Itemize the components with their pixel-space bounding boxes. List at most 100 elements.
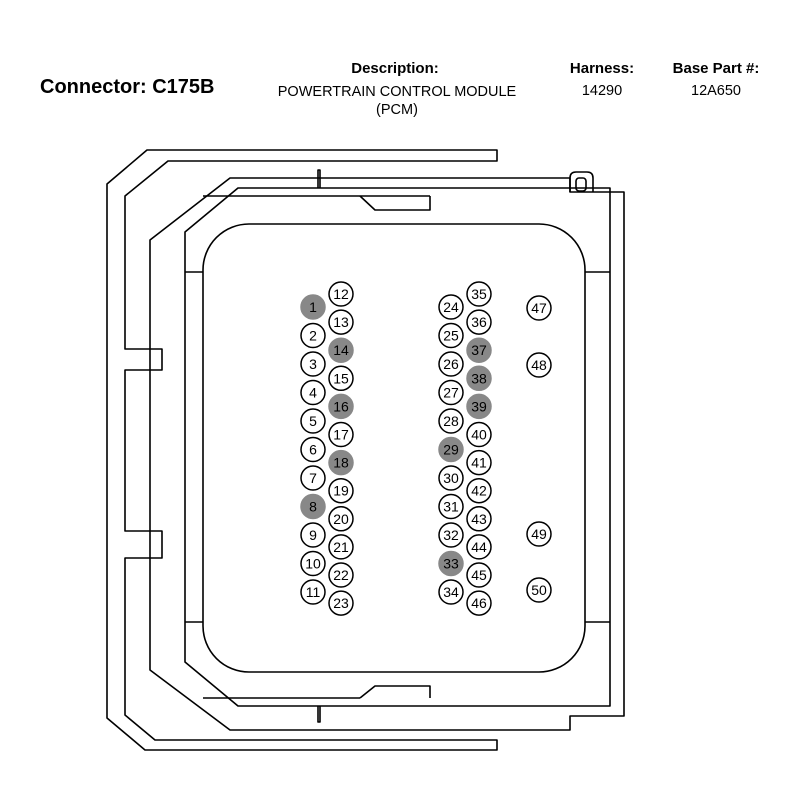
pin-16: 16	[328, 393, 354, 420]
pin-circle	[438, 294, 464, 320]
pin-circle	[526, 577, 552, 603]
pin-circle	[466, 449, 492, 476]
pin-number: 41	[471, 455, 487, 471]
pin-50: 50	[526, 577, 552, 603]
housing-frame	[149, 177, 625, 731]
pin-circle	[466, 365, 492, 392]
pin-number: 13	[333, 314, 349, 330]
pin-number: 40	[471, 427, 487, 443]
pin-circle	[328, 281, 354, 307]
pin-circle	[328, 590, 354, 616]
pin-39: 39	[466, 393, 492, 420]
pin-number: 46	[471, 595, 487, 611]
pin-circle	[300, 579, 326, 605]
pin-number: 24	[443, 299, 459, 315]
base-part-value: 12A650	[691, 83, 741, 99]
pin-number: 48	[531, 357, 547, 373]
pin-45: 45	[466, 562, 492, 588]
pin-circle	[328, 421, 354, 448]
harness-value: 14290	[581, 83, 623, 99]
housing-inner-frame	[184, 187, 611, 707]
pin-circle	[466, 477, 492, 504]
pin-12: 12	[328, 281, 354, 307]
pin-number: 38	[471, 370, 487, 386]
pin-circle	[466, 562, 492, 588]
pin-22: 22	[328, 562, 354, 588]
pin-number: 19	[333, 483, 349, 499]
pin-38: 38	[466, 365, 492, 392]
pin-number: 3	[309, 356, 317, 372]
pin-24: 24	[438, 294, 464, 320]
pin-15: 15	[328, 365, 354, 392]
pin-5: 5	[300, 408, 326, 434]
pin-number: 14	[333, 342, 349, 358]
pin-number: 25	[443, 328, 459, 344]
pin-layout: 1234567891011121314151617181920212223242…	[300, 281, 552, 616]
pin-circle	[438, 579, 464, 605]
pin-46: 46	[466, 590, 492, 616]
pin-circle	[438, 408, 464, 434]
pin-circle	[328, 337, 354, 363]
pin-41: 41	[466, 449, 492, 476]
pin-circle	[466, 337, 492, 363]
pin-circle	[526, 352, 552, 378]
pin-circle	[526, 295, 552, 321]
pin-circle	[300, 493, 326, 520]
pin-29: 29	[438, 436, 464, 463]
pin-34: 34	[438, 579, 464, 605]
pin-number: 12	[333, 286, 349, 302]
pin-circle	[466, 309, 492, 335]
pin-circle	[438, 550, 464, 577]
pin-10: 10	[300, 550, 326, 577]
pin-number: 27	[443, 385, 459, 401]
pin-11: 11	[300, 579, 326, 605]
pin-cavity-face	[202, 223, 586, 673]
pin-circle	[328, 506, 354, 532]
pin-number: 42	[471, 483, 487, 499]
pin-circle	[438, 322, 464, 349]
pin-circle	[300, 436, 326, 463]
description-line-1: POWERTRAIN CONTROL MODULE	[277, 84, 517, 100]
pin-circle	[438, 493, 464, 520]
pin-9: 9	[300, 522, 326, 548]
pin-number: 7	[309, 470, 317, 486]
pin-number: 20	[333, 511, 349, 527]
pin-number: 26	[443, 356, 459, 372]
description-heading: Description:	[351, 60, 439, 77]
pin-circle	[438, 379, 464, 406]
pin-circle	[328, 449, 354, 476]
pin-circle	[300, 550, 326, 577]
pin-circle	[466, 281, 492, 307]
pin-3: 3	[300, 351, 326, 377]
pin-6: 6	[300, 436, 326, 463]
pin-circle	[328, 477, 354, 504]
pin-number: 4	[309, 385, 317, 401]
pin-number: 29	[443, 442, 459, 458]
housing-outer-shell	[106, 149, 498, 751]
pin-number: 34	[443, 584, 459, 600]
pin-circle	[526, 521, 552, 547]
pin-30: 30	[438, 465, 464, 491]
pin-number: 18	[333, 455, 349, 471]
pin-circle	[300, 408, 326, 434]
pin-13: 13	[328, 309, 354, 335]
pin-number: 30	[443, 470, 459, 486]
pin-2: 2	[300, 322, 326, 349]
pin-number: 45	[471, 567, 487, 583]
pin-number: 2	[309, 328, 317, 344]
pin-number: 35	[471, 286, 487, 302]
pin-circle	[466, 506, 492, 532]
pin-circle	[328, 365, 354, 392]
harness-heading: Harness:	[569, 60, 635, 77]
pin-number: 50	[531, 582, 547, 598]
pin-27: 27	[438, 379, 464, 406]
pin-28: 28	[438, 408, 464, 434]
pin-23: 23	[328, 590, 354, 616]
pin-36: 36	[466, 309, 492, 335]
pin-circle	[466, 393, 492, 420]
pin-20: 20	[328, 506, 354, 532]
pin-circle	[466, 421, 492, 448]
pin-4: 4	[300, 379, 326, 406]
pin-number: 31	[443, 499, 459, 515]
pin-33: 33	[438, 550, 464, 577]
